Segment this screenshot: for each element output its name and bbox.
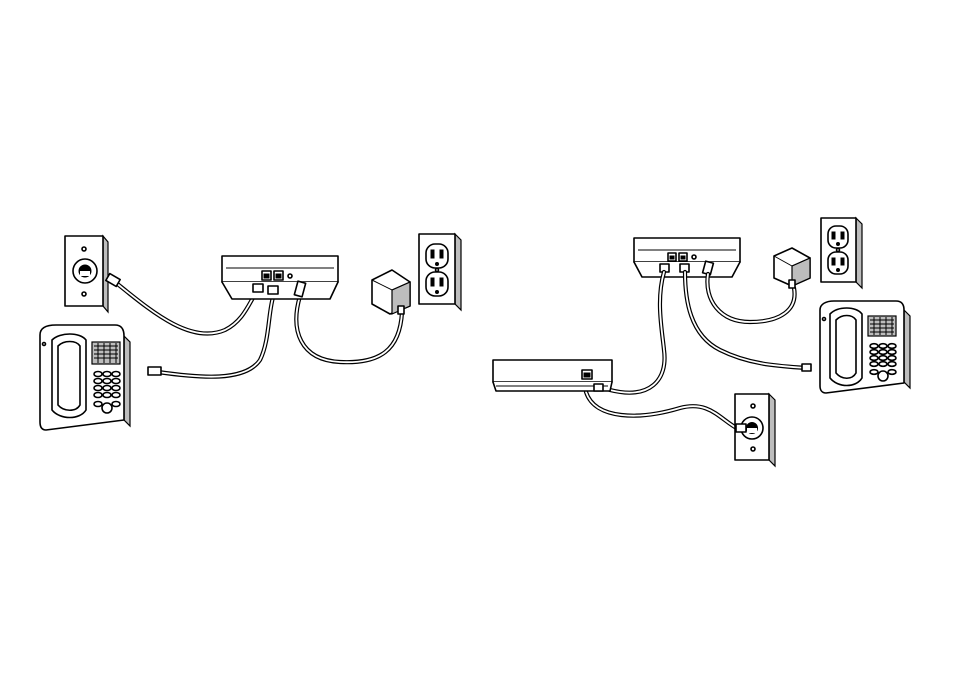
right-telephone — [820, 301, 910, 393]
right-modem — [493, 360, 612, 391]
right-panel — [493, 218, 910, 466]
right-wall-jack — [735, 394, 775, 466]
right-ac-adapter — [774, 248, 810, 288]
left-ac-adapter — [372, 270, 410, 314]
left-phone-keypad — [94, 372, 120, 414]
left-panel — [40, 234, 461, 430]
left-telephone — [40, 325, 130, 430]
right-power-outlet — [821, 218, 862, 288]
left-power-outlet — [419, 234, 461, 310]
right-device — [634, 238, 740, 277]
left-wall-jack — [65, 236, 108, 312]
left-device — [222, 256, 338, 299]
right-phone-plug — [802, 364, 811, 371]
